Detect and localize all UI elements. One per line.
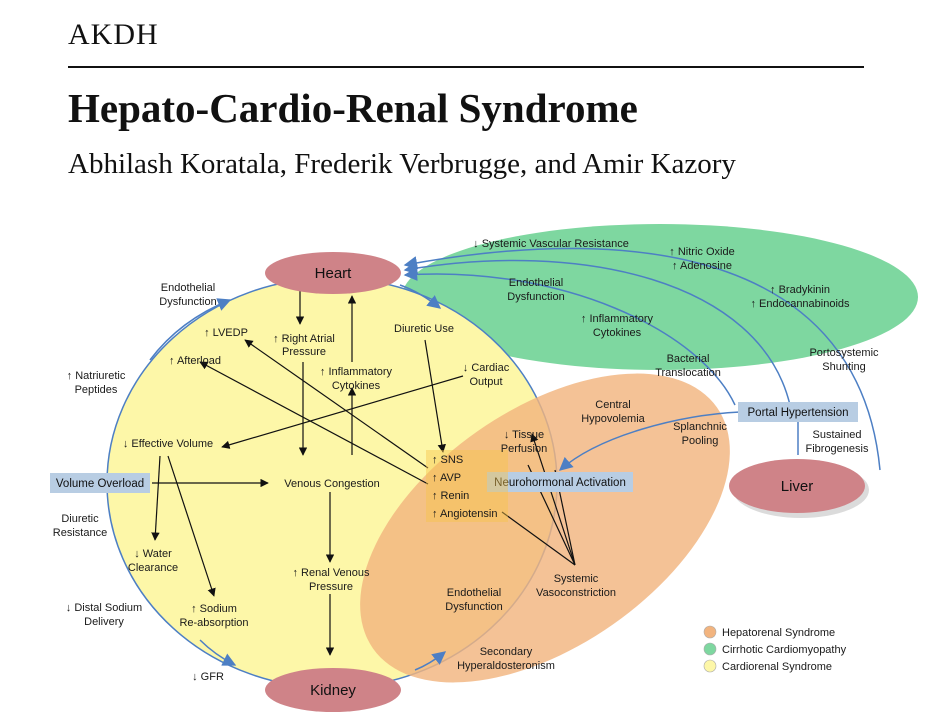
arc-portal-to-neuro — [558, 411, 741, 471]
venous-congestion-label: Venous Congestion — [284, 478, 379, 490]
distal-sodium-delivery-a: ↓ Distal Sodium — [66, 602, 142, 614]
journal-name: AKDH — [68, 18, 159, 51]
portosystemic-shunting-b: Shunting — [822, 361, 865, 373]
arc-translocation-to-heart — [403, 267, 736, 406]
legend-label-hepatorenal: Hepatorenal Syndrome — [722, 627, 835, 639]
neurohormonal-label: Neurohormonal Activation — [494, 477, 626, 489]
effective-volume-label: ↓ Effective Volume — [123, 438, 213, 450]
header-rule — [68, 66, 864, 68]
page-title: Hepato-Cardio-Renal Syndrome — [68, 85, 638, 131]
renal-venous-pressure-a: ↑ Renal Venous — [292, 567, 370, 579]
right-atrial-pressure-a: ↑ Right Atrial — [273, 333, 335, 345]
endothelial-dysfunction-3a: Endothelial — [509, 277, 563, 289]
endothelial-dysfunction-3b: Dysfunction — [507, 291, 564, 303]
portosystemic-shunting-a: Portosystemic — [809, 347, 879, 359]
kidney-node — [265, 668, 401, 712]
splanchnic-pooling-b: Pooling — [682, 435, 719, 447]
systemic-vascular-resistance-label: ↓ Systemic Vascular Resistance — [473, 238, 629, 250]
afterload-label: ↑ Afterload — [169, 355, 221, 367]
endothelial-dysfunction-2a: Endothelial — [447, 587, 501, 599]
secondary-hyperaldosteronism-a: Secondary — [480, 646, 533, 658]
natriuretic-peptides-b: Peptides — [75, 384, 118, 396]
hormone-renin: ↑ Renin — [432, 490, 469, 502]
adenosine-label: ↑ Adenosine — [672, 260, 732, 272]
endocannabinoids-label: ↑ Endocannabinoids — [750, 298, 850, 310]
cardiorenal-labels: Endothelial Dysfunction ↑ LVEDP ↑ Right … — [53, 282, 616, 683]
heart-label: Heart — [315, 265, 353, 282]
tissue-perfusion-a: ↓ Tissue — [504, 429, 544, 441]
bacterial-translocation-b: Translocation — [655, 367, 721, 379]
portal-hypertension-box — [738, 402, 858, 422]
volume-overload-label: Volume Overload — [56, 478, 144, 490]
arc-svr-to-heart — [403, 247, 881, 471]
distal-sodium-delivery-b: Delivery — [84, 616, 124, 628]
natriuretic-peptides-a: ↑ Natriuretic — [67, 370, 126, 382]
diuretic-resistance-a: Diuretic — [61, 513, 99, 525]
bacterial-translocation-a: Bacterial — [667, 353, 710, 365]
portal-hypertension-label: Portal Hypertension — [748, 407, 849, 419]
hormone-sns: ↑ SNS — [432, 454, 463, 466]
lvedp-label: ↑ LVEDP — [204, 327, 248, 339]
legend-label-cardiorenal: Cardiorenal Syndrome — [722, 661, 832, 673]
cardiac-output-a: ↓ Cardiac — [463, 362, 510, 374]
inflammatory-cytokines-1b: Cytokines — [332, 380, 381, 392]
hormone-highlight-box — [426, 450, 508, 522]
legend-swatch-cardiorenal — [703, 659, 717, 673]
volume-overload-box — [50, 473, 150, 493]
water-clearance-a: ↓ Water — [134, 548, 172, 560]
renal-venous-pressure-b: Pressure — [309, 581, 353, 593]
systemic-vasoconstriction-b: Vasoconstriction — [536, 587, 616, 599]
sustained-fibrogenesis-a: Sustained — [813, 429, 862, 441]
splanchnic-pooling-a: Splanchnic — [673, 421, 727, 433]
legend-swatch-cirrhotic — [703, 642, 717, 656]
arc-shunting-to-heart — [403, 259, 791, 406]
heart-node — [265, 252, 401, 294]
legend: Hepatorenal Syndrome Cirrhotic Cardiomyo… — [703, 625, 847, 673]
cycle-arrow-right-top — [399, 284, 442, 309]
hepatic-labels: ↓ Systemic Vascular Resistance ↑ Nitric … — [473, 238, 879, 455]
hepatorenal-syndrome-region — [360, 373, 730, 683]
sodium-reabsorption-a: ↑ Sodium — [191, 603, 237, 615]
tissue-perfusion-b: Perfusion — [501, 443, 547, 455]
neurohormonal-box — [487, 472, 633, 492]
cycle-arrow-left-bottom — [199, 639, 237, 666]
central-hypovolemia-b: Hypovolemia — [581, 413, 645, 425]
endothelial-dysfunction-1a: Endothelial — [161, 282, 215, 294]
liver-node — [729, 459, 865, 513]
inflammatory-cytokines-1a: ↑ Inflammatory — [320, 366, 393, 378]
endothelial-dysfunction-1b: Dysfunction — [159, 296, 216, 308]
systemic-vasoconstriction-a: Systemic — [554, 573, 599, 585]
legend-swatch-hepatorenal — [703, 625, 717, 639]
sodium-reabsorption-b: Re-absorption — [179, 617, 248, 629]
cardiac-output-b: Output — [469, 376, 502, 388]
bradykinin-label: ↑ Bradykinin — [770, 284, 830, 296]
secondary-hyperaldosteronism-b: Hyperaldosteronism — [457, 660, 555, 672]
diuretic-use-label: Diuretic Use — [394, 323, 454, 335]
legend-label-cirrhotic: Cirrhotic Cardiomyopathy — [722, 644, 847, 656]
kidney-label: Kidney — [310, 682, 356, 699]
diuretic-resistance-b: Resistance — [53, 527, 107, 539]
sustained-fibrogenesis-b: Fibrogenesis — [806, 443, 869, 455]
inflammatory-cytokines-2b: Cytokines — [593, 327, 642, 339]
endothelial-dysfunction-2b: Dysfunction — [445, 601, 502, 613]
liver-label: Liver — [781, 478, 814, 495]
cycle-arrow-right-bottom — [414, 651, 447, 671]
cycle-arrow-left-top — [149, 298, 232, 361]
water-clearance-b: Clearance — [128, 562, 178, 574]
nitric-oxide-label: ↑ Nitric Oxide — [669, 246, 734, 258]
right-atrial-pressure-b: Pressure — [282, 346, 326, 358]
inflammatory-cytokines-2a: ↑ Inflammatory — [581, 313, 654, 325]
authors-line: Abhilash Koratala, Frederik Verbrugge, a… — [68, 148, 736, 180]
central-hypovolemia-a: Central — [595, 399, 630, 411]
hormone-angiotensin: ↑ Angiotensin — [432, 508, 497, 520]
gfr-label: ↓ GFR — [192, 671, 224, 683]
hormone-avp: ↑ AVP — [432, 472, 461, 484]
